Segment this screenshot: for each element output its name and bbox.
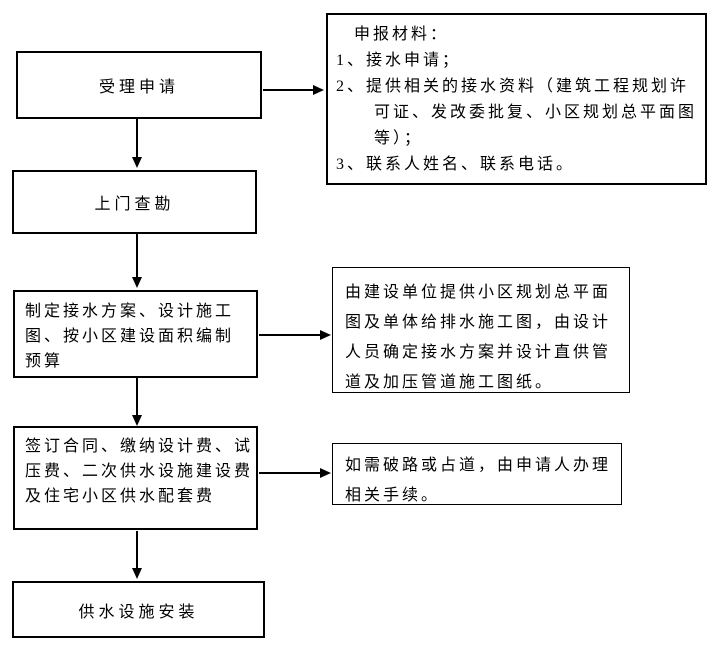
text-line: 图、按小区建设面积编制 xyxy=(25,328,235,345)
text-line: 及住宅小区供水配套费 xyxy=(25,488,216,505)
text-line: 由建设单位提供小区规划总平面 xyxy=(345,284,612,301)
arrow-down-icon xyxy=(132,378,142,426)
text-line: 等）； xyxy=(374,130,424,147)
text-line: 相关手续。 xyxy=(345,487,441,504)
note-box-design-details: 由建设单位提供小区规划总平面 图及单体给排水施工图，由设计 人员确定接水方案并设… xyxy=(332,267,630,393)
text-line: 签订合同、缴纳设计费、试 xyxy=(25,438,254,455)
note-box-road-permit: 如需破路或占道，由申请人办理 相关手续。 xyxy=(332,443,622,505)
arrow-down-icon xyxy=(132,119,142,168)
step-box-accept-application: 受理申请 xyxy=(16,51,262,119)
text-line: 3、联系人姓名、联系电话。 xyxy=(336,156,576,173)
note-text: 申报材料： 1、接水申请； 2、提供相关的接水资料（建筑工程规划许 可证、发改委… xyxy=(328,15,705,185)
step-label: 受理申请 xyxy=(98,79,179,96)
step-text: 制定接水方案、设计施工 图、按小区建设面积编制 预算 xyxy=(15,292,256,381)
text-line: 图及单体给排水施工图，由设计 xyxy=(345,314,612,331)
arrow-right-icon xyxy=(259,330,331,340)
step-text: 签订合同、缴纳设计费、试 压费、二次供水设施建设费 及住宅小区供水配套费 xyxy=(15,428,256,515)
text-line: 申报材料： xyxy=(354,26,450,43)
note-text: 由建设单位提供小区规划总平面 图及单体给排水施工图，由设计 人员确定接水方案并设… xyxy=(333,268,629,408)
text-line: 预算 xyxy=(25,353,64,370)
arrow-right-icon xyxy=(263,85,324,95)
text-line: 道及加压管道施工图纸。 xyxy=(345,374,555,391)
text-line: 如需破路或占道，由申请人办理 xyxy=(345,457,612,474)
text-line: 1、接水申请； xyxy=(336,52,462,69)
text-line: 压费、二次供水设施建设费 xyxy=(25,463,254,480)
text-line: 可证、发改委批复、小区规划总平面图 xyxy=(374,104,698,121)
note-text: 如需破路或占道，由申请人办理 相关手续。 xyxy=(333,444,621,518)
text-line: 制定接水方案、设计施工 xyxy=(25,303,235,320)
step-box-design-plan: 制定接水方案、设计施工 图、按小区建设面积编制 预算 xyxy=(13,290,258,378)
arrow-right-icon xyxy=(259,468,331,478)
note-box-application-materials: 申报材料： 1、接水申请； 2、提供相关的接水资料（建筑工程规划许 可证、发改委… xyxy=(326,13,707,185)
arrow-down-icon xyxy=(132,531,142,579)
text-line: 人员确定接水方案并设计直供管 xyxy=(345,344,612,361)
text-line: 2、提供相关的接水资料（建筑工程规划许 xyxy=(336,78,690,95)
arrow-down-icon xyxy=(132,234,142,288)
step-box-sign-contract-fees: 签订合同、缴纳设计费、试 压费、二次供水设施建设费 及住宅小区供水配套费 xyxy=(13,426,258,530)
step-label: 上门查勘 xyxy=(94,196,175,213)
step-label: 供水设施安装 xyxy=(78,603,199,621)
step-box-facility-installation: 供水设施安装 xyxy=(12,581,265,638)
step-box-site-survey: 上门查勘 xyxy=(12,170,257,234)
